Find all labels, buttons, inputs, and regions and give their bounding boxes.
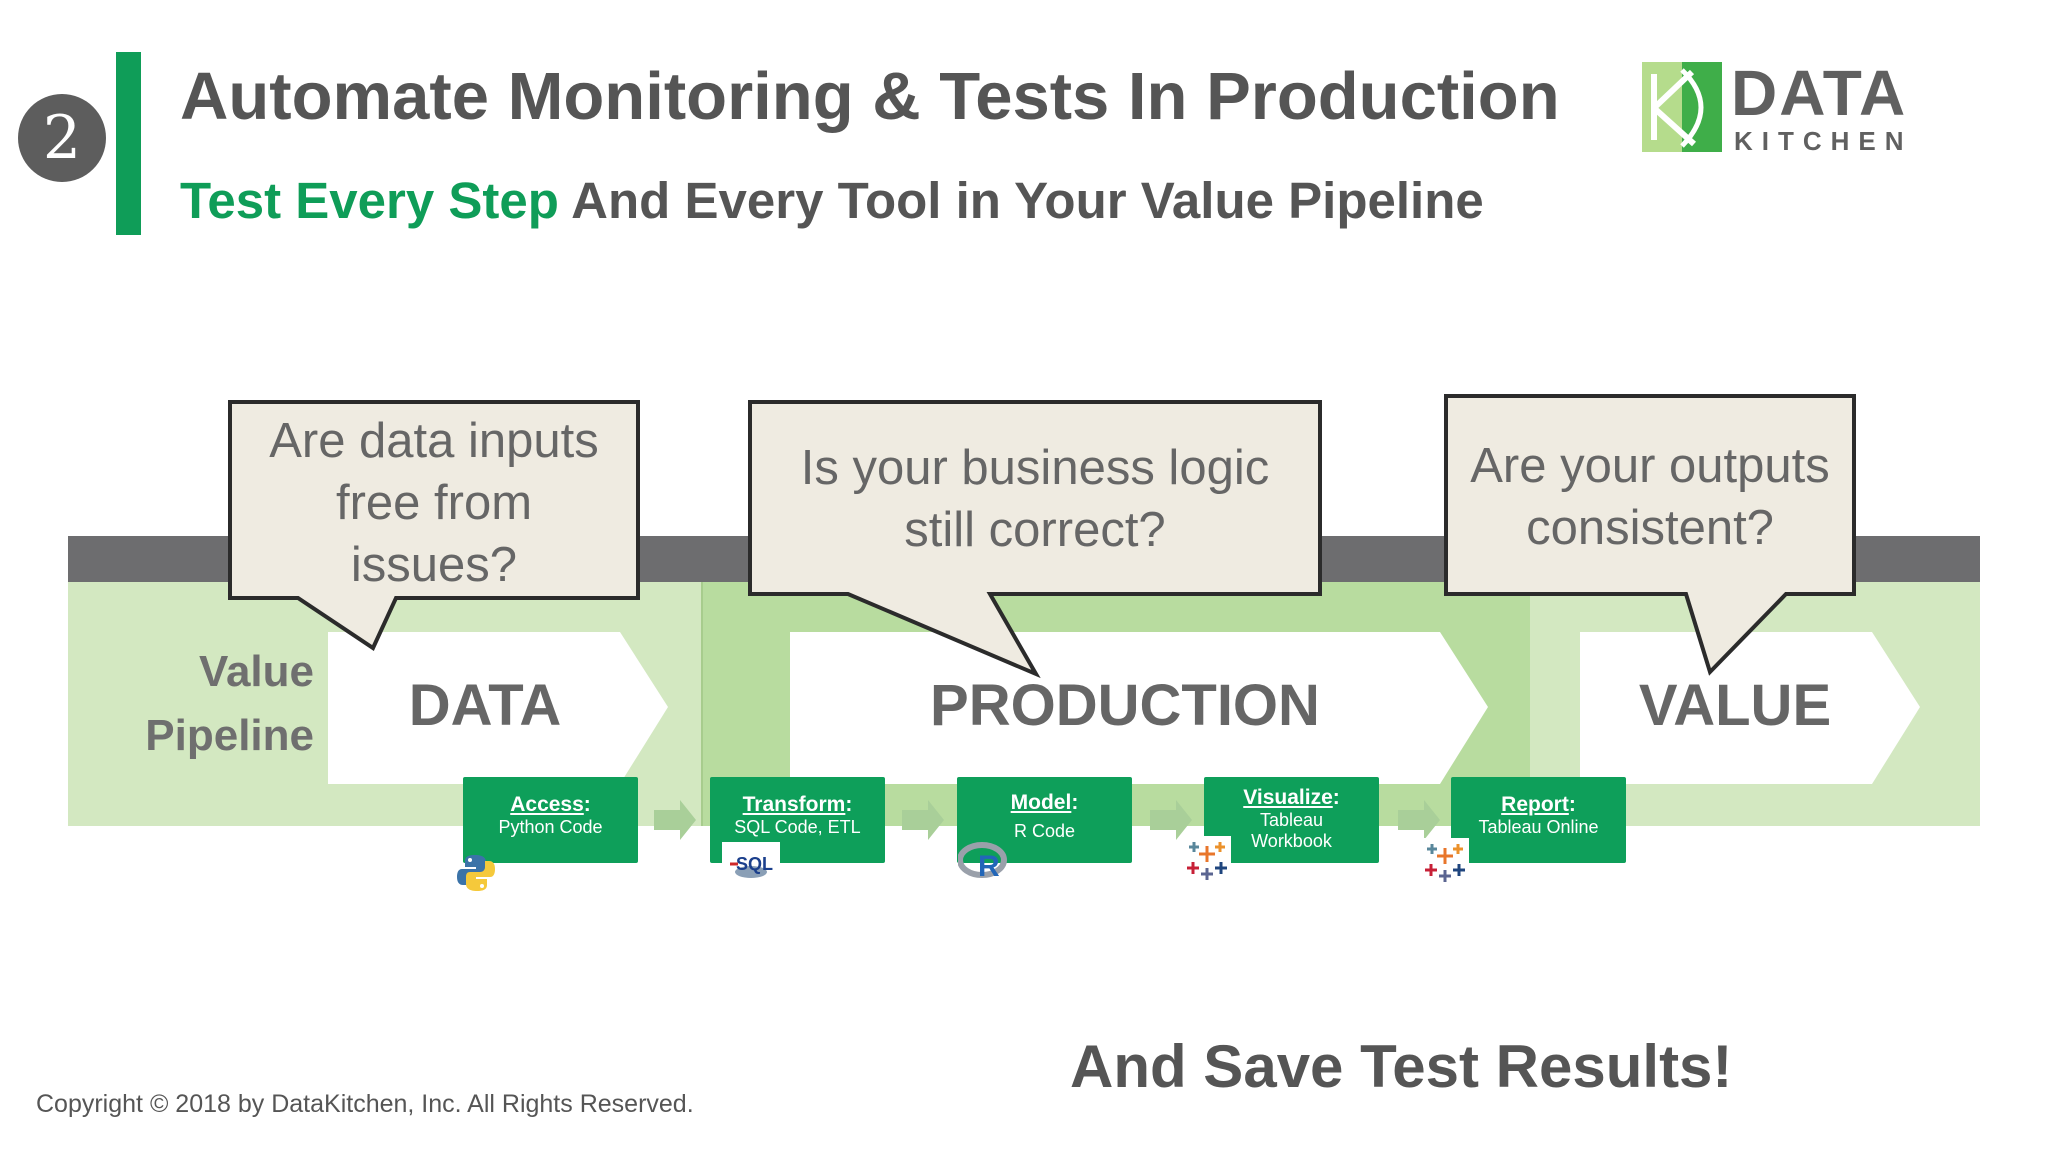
- step-detail: Workbook: [1251, 831, 1332, 851]
- page-title: Automate Monitoring & Tests In Productio…: [180, 59, 1560, 134]
- datakitchen-logo: DATA KITCHEN: [1642, 57, 1913, 160]
- step-title: Transform: [742, 793, 846, 816]
- copyright-text: Copyright © 2018 by DataKitchen, Inc. Al…: [36, 1090, 694, 1118]
- phase-production-label: PRODUCTION: [930, 673, 1320, 738]
- save-results-note: And Save Test Results!: [1070, 1033, 1733, 1100]
- flow-arrow: [1150, 800, 1192, 840]
- callout-line: consistent?: [1526, 501, 1774, 555]
- tableau-icon: [1183, 836, 1231, 884]
- step-report: Report: Tableau Online: [1451, 777, 1626, 863]
- step-access: Access: Python Code: [463, 777, 638, 863]
- step-model: Model: R Code: [957, 777, 1132, 863]
- title-accent-bar: [116, 52, 141, 235]
- flow-arrow: [1398, 800, 1440, 840]
- callout-line: issues?: [350, 538, 518, 592]
- step-detail: SQL Code, ETL: [734, 817, 861, 837]
- value-pipeline-label: Value Pipeline: [104, 640, 314, 768]
- r-icon: R: [957, 840, 1012, 883]
- callout-text-data-inputs: Are data inputs free from issues?: [234, 410, 634, 596]
- subtitle-rest: And Every Tool in Your Value Pipeline: [558, 172, 1484, 229]
- flow-arrow: [902, 800, 944, 840]
- step-detail: Tableau Online: [1478, 817, 1599, 837]
- step-title: Report: [1501, 793, 1569, 816]
- step-number-badge: 2: [18, 94, 106, 182]
- callout-line: free from: [335, 476, 533, 530]
- step-title: Model: [1010, 791, 1072, 814]
- value-pipeline-label-line2: Pipeline: [145, 711, 314, 760]
- tableau-icon: [1421, 838, 1469, 886]
- phase-value-label: VALUE: [1638, 673, 1832, 738]
- phase-data-label: DATA: [408, 673, 562, 738]
- python-icon: [457, 855, 495, 891]
- callout-text-outputs: Are your outputs consistent?: [1450, 435, 1850, 559]
- step-detail: Python Code: [498, 817, 603, 837]
- logo-word-data: DATA: [1731, 57, 1908, 129]
- value-pipeline-label-line1: Value: [199, 647, 314, 696]
- page-subtitle: Test Every Step And Every Tool in Your V…: [180, 171, 1484, 230]
- callout-line: still correct?: [904, 503, 1166, 557]
- svg-text:R: R: [978, 850, 1000, 882]
- callout-line: Are your outputs: [1470, 439, 1830, 493]
- step-detail: R Code: [1013, 821, 1076, 841]
- callout-line: Are data inputs: [269, 414, 599, 468]
- subtitle-highlight: Test Every Step: [180, 172, 559, 229]
- step-visualize: Visualize: Tableau Workbook: [1204, 777, 1379, 863]
- sql-icon: SQL: [722, 842, 780, 882]
- svg-text:SQL: SQL: [736, 854, 773, 874]
- step-title: Visualize: [1243, 786, 1333, 809]
- logo-word-kitchen: KITCHEN: [1734, 126, 1913, 156]
- callout-line: Is your business logic: [800, 441, 1270, 495]
- flow-arrow: [654, 800, 696, 840]
- step-detail: Tableau: [1259, 810, 1324, 830]
- callout-text-business-logic: Is your business logic still correct?: [754, 437, 1316, 561]
- logo-mark-icon: [1642, 62, 1722, 152]
- step-title: Access: [510, 793, 584, 816]
